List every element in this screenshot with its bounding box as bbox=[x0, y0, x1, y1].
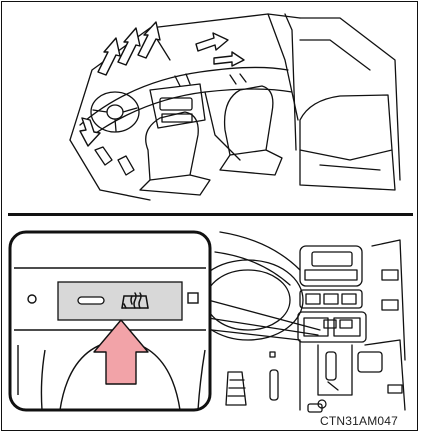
defogger-switch-callout bbox=[10, 232, 210, 410]
figure-code: CTN31AM047 bbox=[320, 414, 398, 428]
